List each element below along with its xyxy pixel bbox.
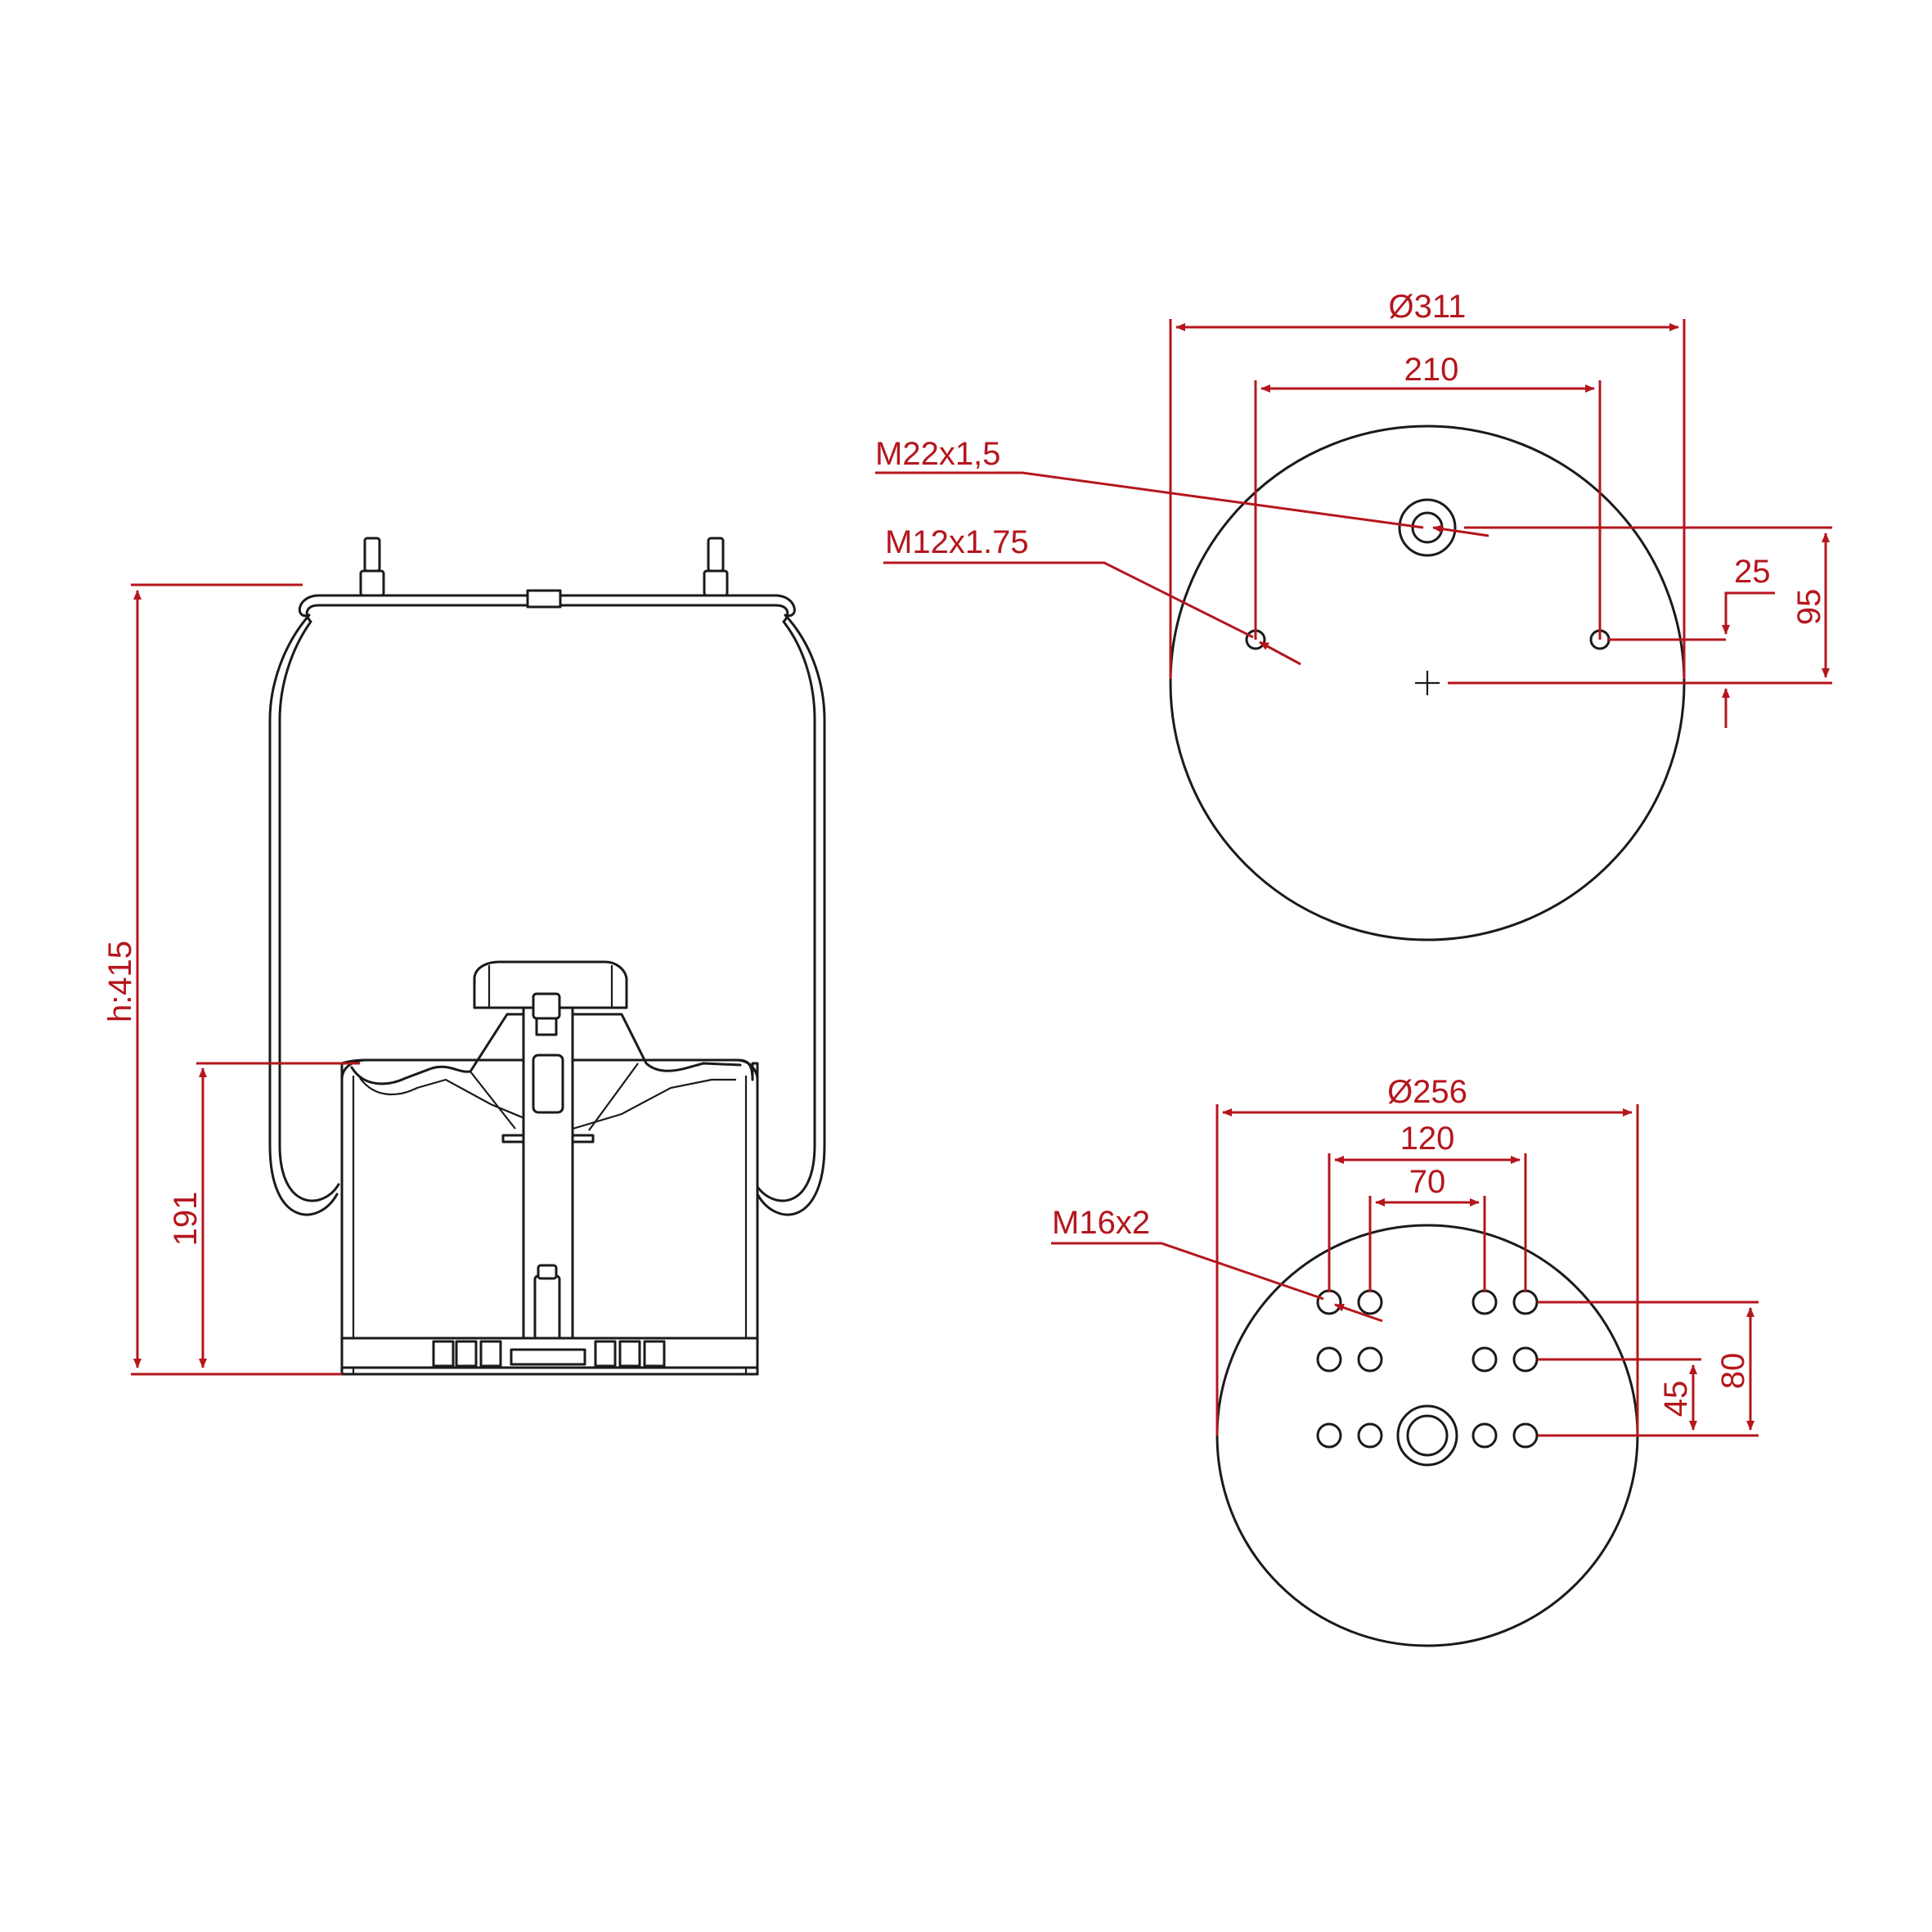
offset-label: 25: [1734, 554, 1771, 590]
top-stud-right: [703, 537, 729, 597]
bump-stop: [473, 960, 628, 1009]
bolt-thread-label: M16x2: [1052, 1205, 1150, 1241]
outer-spacing-label: 120: [1400, 1121, 1455, 1157]
row-spacing-large-label: 80: [1715, 1353, 1751, 1390]
piston-inner-wall: [352, 1076, 748, 1374]
top-plate-dimensions: Ø311 210 M22x1,5 M12x1.75 25 95: [875, 289, 1832, 728]
bellows-inner-outline: [278, 604, 816, 1202]
bottom-bolt-tip: [537, 1264, 558, 1280]
top-clip: [526, 589, 562, 609]
column-slot-1: [535, 1017, 558, 1036]
column-slot-2: [532, 1054, 564, 1114]
piston-saddle-inner: [359, 1077, 736, 1130]
side-view: [268, 537, 826, 1376]
center-nut-inner: [1406, 1414, 1449, 1457]
column-top-nut: [532, 992, 561, 1020]
base-windows: [432, 1340, 666, 1368]
bolt-holes: [1316, 1289, 1539, 1449]
bellows-outline: [268, 594, 826, 1216]
bottom-diameter-label: Ø256: [1387, 1074, 1467, 1110]
piston-saddle: [350, 1013, 742, 1085]
bump-stop-edge: [487, 965, 613, 1008]
bottom-plate-dimensions: Ø256 120 70 M16x2 45 80: [1051, 1074, 1759, 1437]
inner-spacing-label: 70: [1409, 1164, 1446, 1200]
base-bottom: [340, 1366, 759, 1376]
saddle-rib: [470, 1063, 639, 1131]
stud-thread-label: M12x1.75: [885, 524, 1029, 560]
height-label: h:415: [102, 941, 138, 1022]
top-diameter-label: Ø311: [1389, 289, 1467, 325]
air-port-label: M22x1,5: [875, 436, 1000, 472]
top-stud-left: [359, 537, 385, 597]
side-dimensions: h:415 191: [102, 583, 360, 1376]
bottom-plate-view: [1215, 1224, 1639, 1647]
stud-spacing-label: 210: [1404, 352, 1459, 388]
center-mark: [1415, 671, 1440, 695]
row-spacing-small-label: 45: [1658, 1381, 1694, 1418]
piston-height-label: 191: [168, 1192, 204, 1247]
bottom-bolt: [533, 1274, 561, 1343]
port-offset-label: 95: [1791, 589, 1827, 626]
